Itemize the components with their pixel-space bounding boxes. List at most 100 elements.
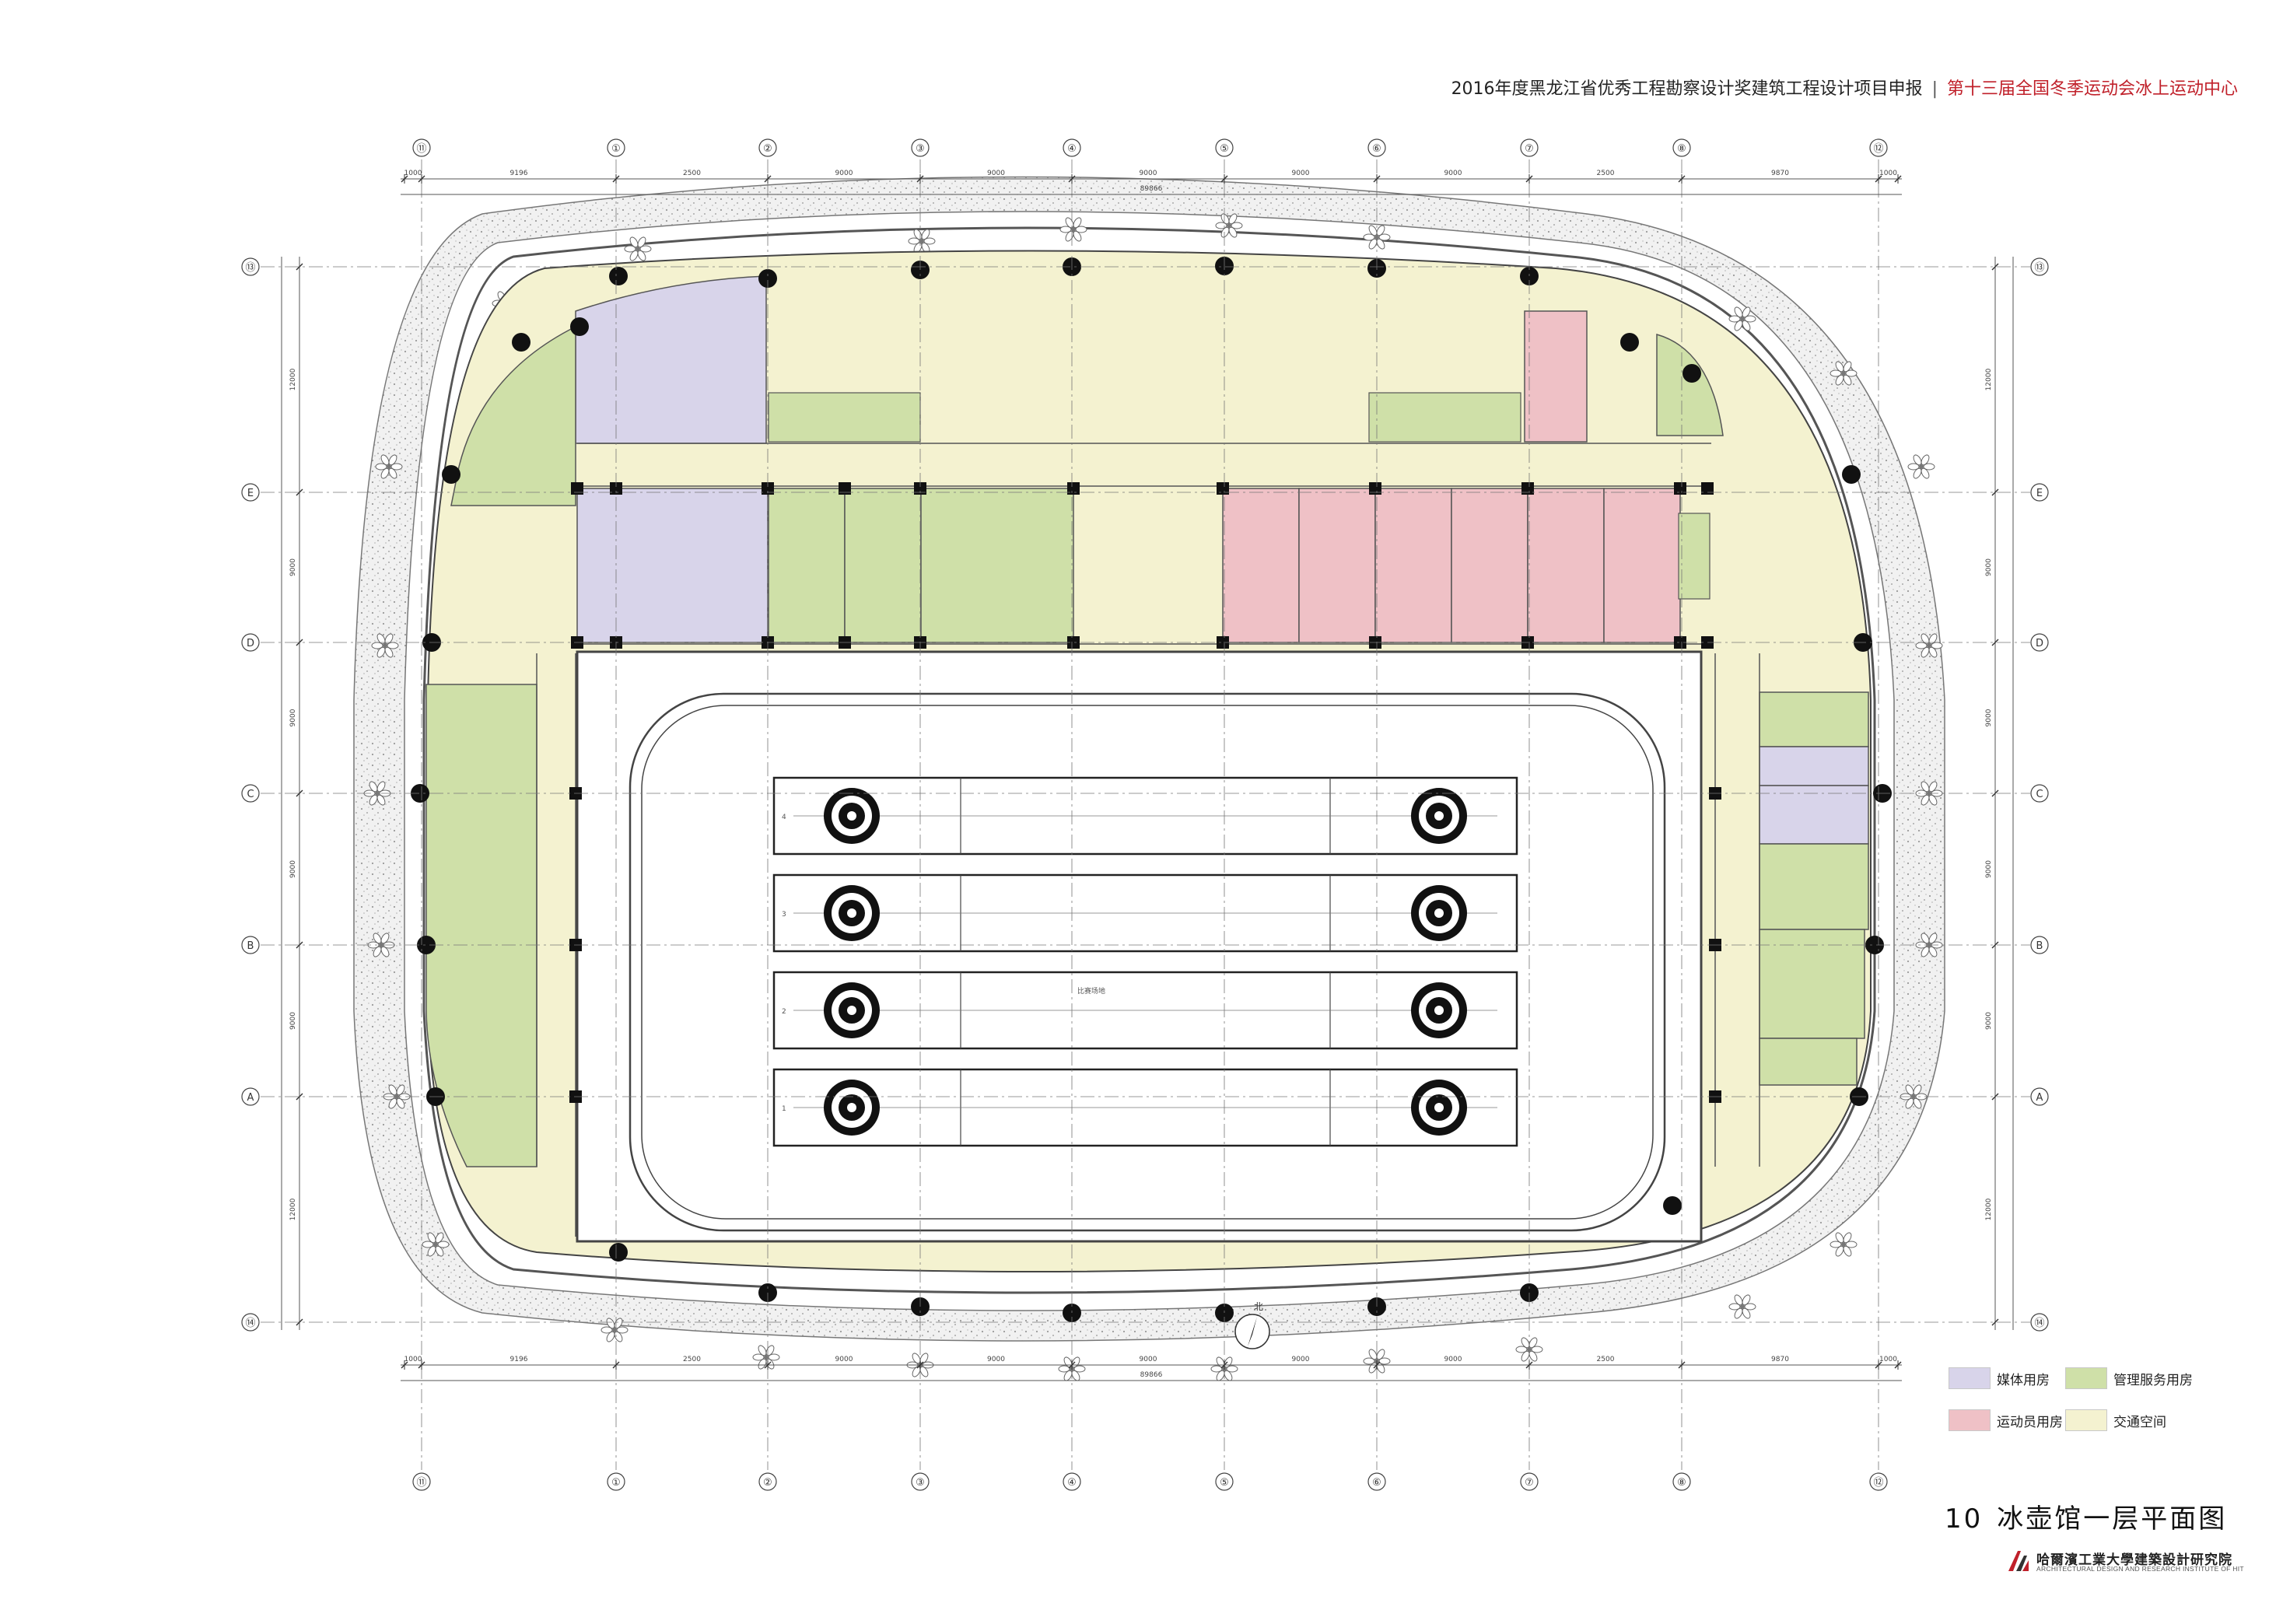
- square-column: [1217, 636, 1229, 649]
- curling-house: [824, 1080, 880, 1136]
- grid-row-label: C: [247, 789, 254, 800]
- square-column: [1701, 482, 1714, 495]
- round-column: [1620, 333, 1639, 352]
- grid-column-label: ⑫: [1873, 1477, 1883, 1489]
- square-column: [1067, 482, 1080, 495]
- grid-row-label: A: [247, 1092, 254, 1104]
- grid-row-label: E: [2036, 488, 2043, 499]
- round-column: [1842, 465, 1861, 484]
- round-column: [609, 267, 628, 285]
- tree: [752, 1345, 780, 1370]
- dimension-text: 1000: [404, 170, 422, 177]
- legend-label: 管理服务用房: [2113, 1372, 2193, 1388]
- grid-row-label: B: [247, 940, 254, 952]
- dimension-text: 2500: [683, 1356, 701, 1363]
- grid-row-label: ⑬: [245, 262, 255, 274]
- tree: [1907, 454, 1935, 479]
- dimension-text: 9000: [289, 860, 297, 878]
- legend-item-media: 媒体用房: [1949, 1367, 2050, 1389]
- tree: [1728, 1294, 1756, 1319]
- institute-logo-icon: [2008, 1551, 2029, 1571]
- tree: [1058, 1356, 1086, 1381]
- grid-column-label: ⑦: [1525, 143, 1534, 155]
- dimension-text: 9196: [510, 170, 528, 177]
- grid-row-label: ⑭: [245, 1318, 255, 1329]
- grid-column: ⑤⑤: [1215, 138, 1234, 1491]
- curling-house: [824, 982, 880, 1038]
- square-column: [1521, 482, 1534, 495]
- square-column: [839, 482, 851, 495]
- tree: [1915, 933, 1943, 957]
- grid-column: ③③: [911, 138, 930, 1491]
- tree: [624, 236, 652, 261]
- page-header: 2016年度黑龙江省优秀工程勘察设计奖建筑工程设计项目申报|第十三届全国冬季运动…: [1451, 75, 2238, 100]
- legend-swatch-athlete: [1949, 1409, 1991, 1431]
- curling-house: [824, 788, 880, 844]
- tree: [908, 229, 936, 254]
- tree: [375, 454, 403, 479]
- institute-name-english: ARCHITECTURAL DESIGN AND RESEARCH INSTIT…: [2036, 1565, 2244, 1573]
- curling-house: [1411, 982, 1467, 1038]
- north-label: 北: [1254, 1301, 1263, 1312]
- dimension-text: 9000: [289, 709, 297, 726]
- grid-column-label: ⑤: [1220, 143, 1229, 155]
- dimension-text: 9196: [510, 1356, 528, 1363]
- dimension-text: 12000: [289, 1198, 297, 1220]
- tree: [1363, 225, 1391, 250]
- grid-column-label: ①: [611, 1477, 621, 1489]
- dimension-text: 9000: [1292, 170, 1310, 177]
- tree: [1728, 306, 1756, 331]
- dimension-text: 9000: [835, 1356, 853, 1363]
- dimension-text: 9000: [289, 558, 297, 576]
- institute-name: 哈爾濱工業大學建築設計研究院: [2036, 1552, 2232, 1568]
- color-legend: 媒体用房 管理服务用房 运动员用房 交通空间: [1949, 1367, 2213, 1439]
- tree: [906, 1353, 934, 1377]
- dimension-text: 9000: [987, 170, 1005, 177]
- dimension-text: 9870: [1771, 1356, 1789, 1363]
- grid-column: ①①: [607, 138, 625, 1491]
- grid-column-label: ⑧: [1677, 143, 1686, 155]
- dimension-text: 9000: [1444, 170, 1462, 177]
- grid-row-label: D: [2036, 638, 2043, 649]
- sheet-lane-label: 4: [782, 814, 786, 821]
- dimension-text: 9000: [1985, 1012, 1993, 1030]
- square-column: [914, 482, 926, 495]
- grid-column-label: ④: [1067, 1477, 1077, 1489]
- award-line: 2016年度黑龙江省优秀工程勘察设计奖建筑工程设计项目申报: [1451, 79, 1923, 99]
- sheet-lane-label: 1: [782, 1105, 786, 1113]
- square-column: [762, 482, 774, 495]
- round-column: [570, 317, 589, 336]
- curling-sheet: 1: [772, 1068, 1518, 1147]
- dimension-text: 9000: [1292, 1356, 1310, 1363]
- grid-column-label: ⑫: [1873, 143, 1883, 155]
- tree: [1215, 213, 1243, 238]
- tree: [601, 1318, 629, 1342]
- legend-item-management: 管理服务用房: [2065, 1367, 2193, 1389]
- dimension-total: 89866: [1140, 185, 1163, 193]
- curling-house: [1411, 1080, 1467, 1136]
- round-column: [411, 784, 429, 803]
- square-column: [1067, 636, 1080, 649]
- legend-swatch-circulation: [2065, 1409, 2107, 1431]
- dimension-text: 2500: [683, 170, 701, 177]
- round-column: [1865, 936, 1884, 954]
- grid-column: ②②: [758, 138, 777, 1491]
- grid-column-label: ⑦: [1525, 1477, 1534, 1489]
- square-column: [1674, 636, 1686, 649]
- dimension-text: 2500: [1597, 170, 1615, 177]
- dimension-text: 1000: [1879, 1356, 1897, 1363]
- round-column: [512, 333, 530, 352]
- grid-column: ⑧⑧: [1672, 138, 1691, 1491]
- tree: [1915, 633, 1943, 658]
- sheet-lane-label: 2: [782, 1008, 786, 1016]
